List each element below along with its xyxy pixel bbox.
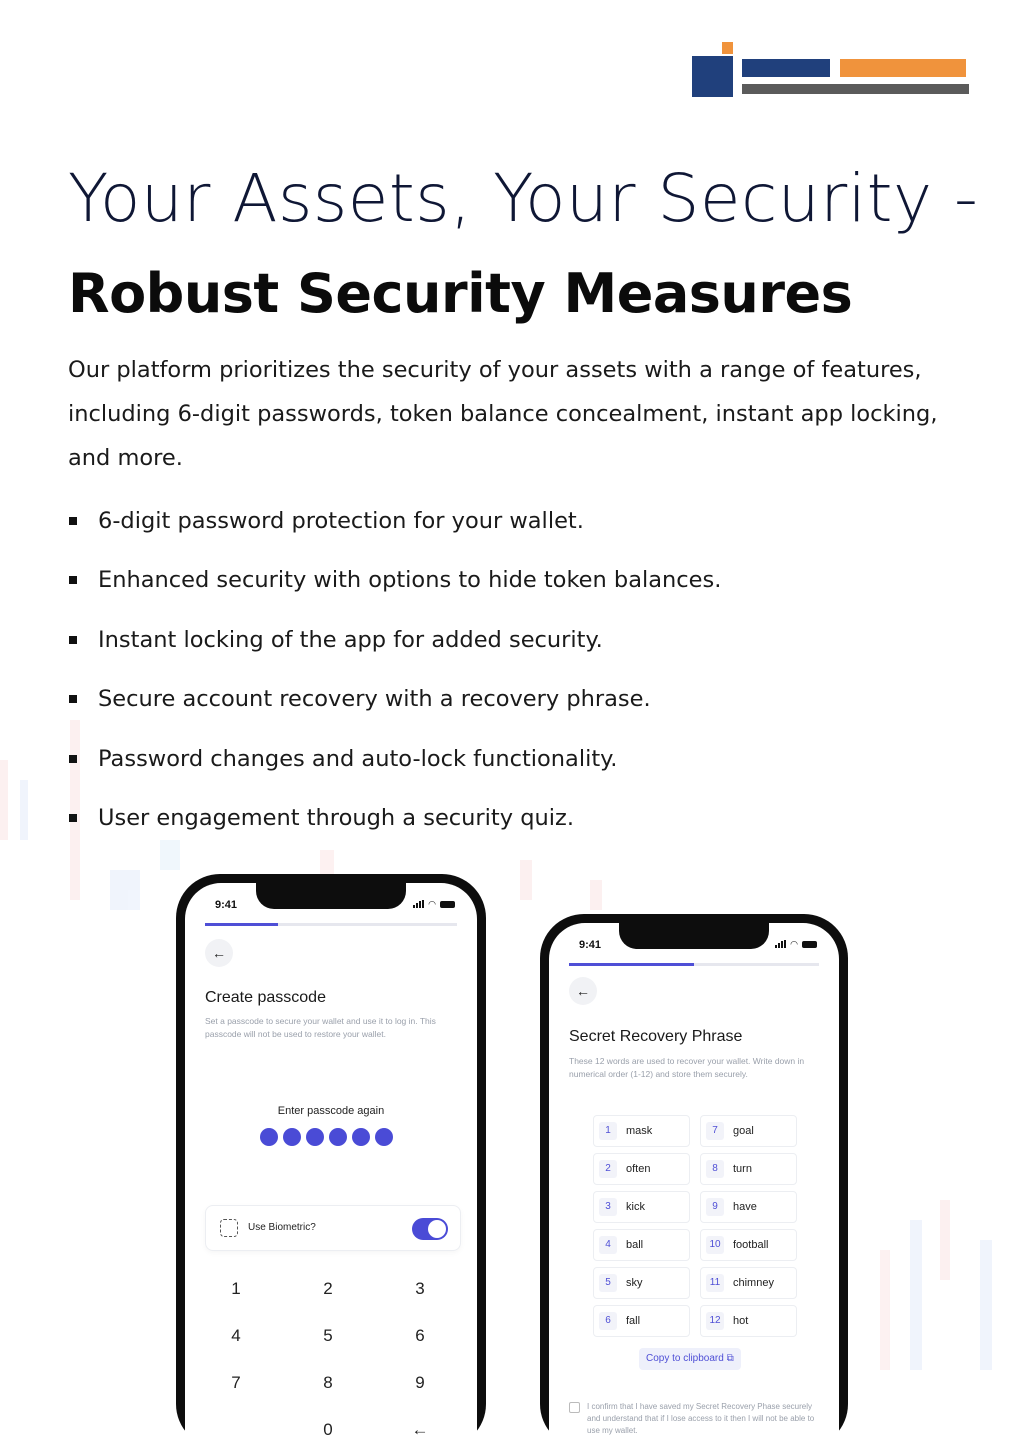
phone-screen: 9:41 ◠ ← Create passcode Set a passcode … [185, 883, 477, 1448]
feature-item: Secure account recovery with a recovery … [68, 678, 721, 737]
biometric-option: Use Biometric? [205, 1205, 461, 1251]
battery-icon [802, 940, 817, 948]
key-0[interactable]: 0 [323, 1420, 333, 1439]
passcode-dots [260, 1128, 393, 1146]
key-8[interactable]: 8 [323, 1373, 333, 1392]
biometric-label: Use Biometric? [248, 1222, 316, 1233]
key-4[interactable]: 4 [231, 1326, 241, 1345]
screen-description: These 12 words are used to recover your … [569, 1056, 805, 1079]
step-progress-bar [205, 923, 457, 926]
bullet-square-icon [69, 695, 77, 704]
key-2[interactable]: 2 [323, 1279, 333, 1298]
arrow-left-icon: ← [576, 983, 590, 999]
arrow-left-icon: ← [212, 945, 226, 961]
copy-to-clipboard-button[interactable]: Copy to clipboard ⧉ [639, 1348, 741, 1370]
bullet-square-icon [69, 754, 77, 763]
status-time: 9:41 [215, 899, 238, 911]
passcode-prompt: Enter passcode again [277, 1105, 385, 1117]
step-progress-bar [569, 963, 819, 966]
screen-description: Set a passcode to secure your wallet and… [205, 1016, 436, 1039]
feature-item: Enhanced security with options to hide t… [68, 559, 721, 618]
feature-list: 6-digit password protection for your wal… [68, 500, 721, 856]
signal-icon [775, 940, 787, 948]
key-3[interactable]: 3 [415, 1279, 425, 1298]
key-6[interactable]: 6 [415, 1326, 425, 1345]
feature-item: Password changes and auto-lock functiona… [68, 738, 721, 797]
key-5[interactable]: 5 [323, 1326, 333, 1345]
passcode-dot [329, 1128, 347, 1146]
passcode-dot [306, 1128, 324, 1146]
back-button[interactable]: ← [205, 939, 233, 967]
passcode-dot [283, 1128, 301, 1146]
phone-mockup-create-passcode: 9:41 ◠ ← Create passcode Set a passcode … [176, 874, 486, 1448]
feature-item: 6-digit password protection for your wal… [68, 500, 721, 559]
face-id-icon [220, 1219, 238, 1237]
company-logo [692, 42, 970, 98]
intro-paragraph: Our platform prioritizes the security of… [68, 357, 938, 471]
status-icons: ◠ [775, 939, 817, 949]
copy-icon: ⧉ [726, 1353, 734, 1364]
status-time: 9:41 [579, 939, 602, 951]
passcode-dot [375, 1128, 393, 1146]
bullet-square-icon [69, 576, 77, 585]
status-icons: ◠ [413, 899, 455, 909]
confirm-checkbox[interactable] [569, 1402, 580, 1413]
wifi-icon: ◠ [428, 899, 436, 909]
backspace-key[interactable]: ← [411, 1420, 429, 1439]
phone-notch [256, 883, 406, 909]
battery-icon [440, 900, 455, 908]
wifi-icon: ◠ [790, 939, 798, 949]
phone-screen: 9:41 ◠ ← Secret Recovery Phrase These 12… [549, 923, 839, 1448]
confirm-text: I confirm that I have saved my Secret Re… [587, 1402, 815, 1435]
back-button[interactable]: ← [569, 977, 597, 1005]
phone-mockup-recovery-phrase: 9:41 ◠ ← Secret Recovery Phrase These 12… [540, 914, 848, 1448]
passcode-dot [352, 1128, 370, 1146]
page-title: Your Assets, Your Security - [68, 160, 979, 237]
bullet-square-icon [69, 635, 77, 644]
bullet-square-icon [69, 813, 77, 822]
passcode-dot [260, 1128, 278, 1146]
feature-item: User engagement through a security quiz. [68, 797, 721, 856]
key-1[interactable]: 1 [231, 1279, 241, 1298]
screen-title: Secret Recovery Phrase [569, 1028, 743, 1045]
key-7[interactable]: 7 [231, 1373, 241, 1392]
biometric-toggle[interactable] [412, 1218, 448, 1240]
page-subtitle: Robust Security Measures [68, 262, 853, 325]
bullet-square-icon [69, 517, 77, 525]
screen-title: Create passcode [205, 989, 326, 1006]
phone-notch [619, 923, 769, 949]
key-9[interactable]: 9 [415, 1373, 425, 1392]
signal-icon [413, 900, 425, 908]
feature-item: Instant locking of the app for added sec… [68, 619, 721, 678]
